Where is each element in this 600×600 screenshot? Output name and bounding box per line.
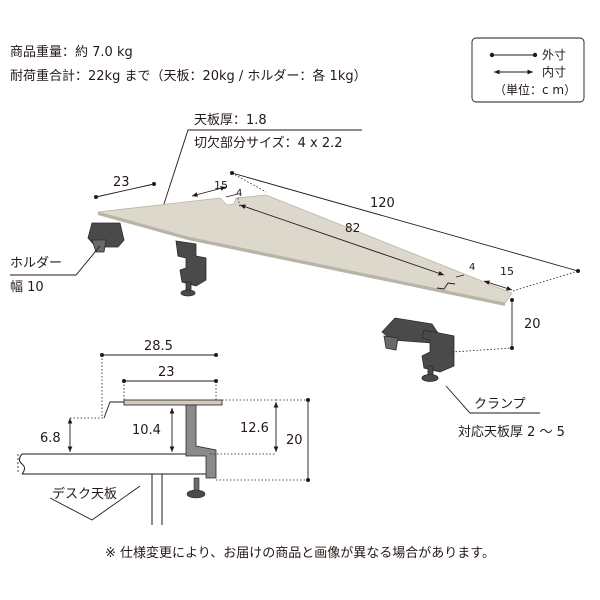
height-dim-label: 20 [524, 317, 541, 332]
right-clamp [421, 329, 455, 373]
inner-length-dim-label: 82 [345, 221, 360, 235]
load-spec: 耐荷重合計：22kg まで（天板：20kg / ホルダー：各 1kg） [10, 68, 367, 84]
depth-dim-label: 23 [113, 175, 130, 190]
length-dim-label: 120 [370, 196, 395, 211]
notch-right-offset-line [483, 280, 513, 291]
inner-length-dim-line [239, 204, 445, 276]
left-clamp [175, 240, 207, 287]
holder-leader-line [10, 245, 101, 276]
holder-width-callout: 幅 10 [10, 280, 44, 295]
weight-spec: 商品重量：約 7.0 kg [10, 44, 133, 60]
side-inner-height-label: 12.6 [240, 421, 269, 436]
clamp-leader-line [445, 385, 540, 414]
notch-right-width-line [455, 274, 465, 278]
legend-inner-label: 内寸 [542, 65, 566, 79]
notch-callout: 切欠部分サイズ：4 x 2.2 [194, 135, 343, 151]
clamp-name-callout: クランプ [474, 397, 526, 412]
side-overall-depth-label: 28.5 [144, 339, 173, 354]
desk-leader-line [49, 485, 141, 521]
notch-left-width-label: 4 [236, 188, 242, 199]
side-holder-drop-label: 6.8 [40, 431, 61, 446]
notch-right-offset-label: 15 [500, 265, 514, 278]
legend-box: 外寸 内寸 （単位：c m） [471, 37, 585, 103]
desk-callout: デスク天板 [52, 486, 117, 502]
holder-name-callout: ホルダー [10, 256, 62, 271]
side-total-height-label: 20 [286, 433, 303, 448]
notch-right-width-label: 4 [469, 262, 475, 273]
legend-unit-label: （単位：c m） [494, 82, 576, 97]
side-clearance-label: 10.4 [132, 423, 161, 438]
disclaimer-note: ※ 仕様変更により、お届けの商品と画像が異なる場合があります。 [105, 545, 495, 561]
legend-outer-label: 外寸 [542, 48, 566, 62]
depth-dim-line [95, 183, 155, 198]
shelf-board-edge [98, 212, 505, 306]
side-section-view [17, 399, 223, 525]
shelf-board [97, 194, 513, 304]
thickness-callout: 天板厚：1.8 [194, 113, 267, 128]
side-board-depth-label: 23 [158, 365, 175, 380]
notch-left-offset-label: 15 [214, 179, 228, 192]
clamp-range-callout: 対応天板厚 2 ～ 5 [458, 425, 565, 440]
thickness-leader-line [161, 129, 362, 211]
notch-left-offset-line [191, 186, 227, 197]
notch-left-width-line [225, 193, 239, 198]
